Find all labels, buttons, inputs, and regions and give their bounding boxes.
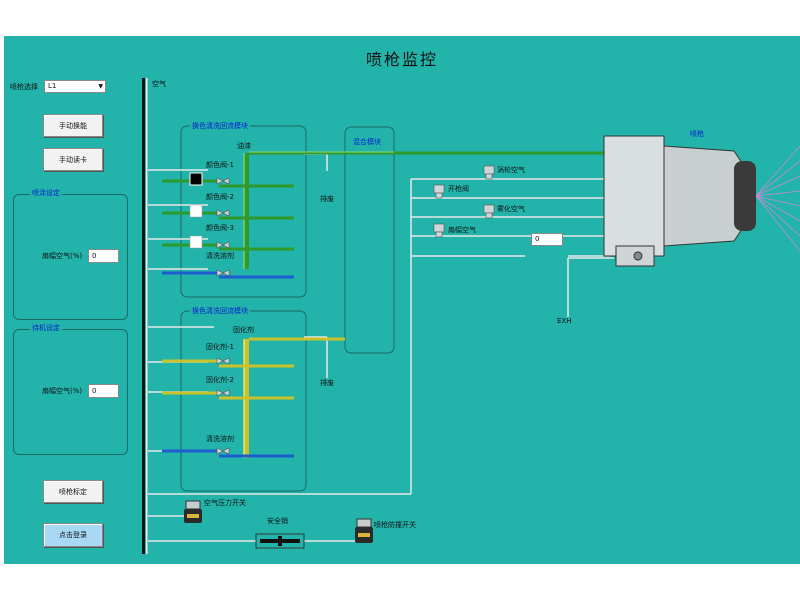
spray-settings-title: 喷涂设定 xyxy=(30,189,62,198)
mix-module-box xyxy=(344,126,395,354)
color-valve-2-label: 颜色阀-2 xyxy=(206,193,234,201)
hardener-valve-1-label: 固化剂-1 xyxy=(206,343,234,351)
exh-label: EXH xyxy=(557,317,572,325)
standby-settings-title: 待机设定 xyxy=(30,324,62,333)
gun-select-dropdown[interactable]: L1 ▼ xyxy=(44,80,106,93)
drain-1-label: 排废 xyxy=(320,195,334,203)
turbine-air-label: 涡轮空气 xyxy=(497,166,525,174)
color-swatch-3 xyxy=(189,235,203,249)
gun-label: 喷枪 xyxy=(688,130,706,139)
pressure-switch-icon xyxy=(184,500,202,523)
drain-2-label: 排废 xyxy=(320,379,334,387)
color-valve-3-label: 颜色阀-3 xyxy=(206,224,234,232)
monitor-panel: 喷枪监控 喷枪选择 L1 ▼ 手动换能 手动读卡 喷涂设定 扇幅空气(%) 0 … xyxy=(4,36,800,564)
color-swatch-1 xyxy=(189,172,203,186)
page-title: 喷枪监控 xyxy=(365,50,438,69)
atomizing-air-label: 雾化空气 xyxy=(497,205,525,213)
gun-select-label: 喷枪选择 xyxy=(10,83,38,91)
cleaner-2-label: 清洗溶剂 xyxy=(206,435,234,443)
fan-air-label: 扇幅空气 xyxy=(448,226,476,234)
standby-fan-air-input[interactable]: 0 xyxy=(88,384,119,398)
paint-label: 油漆 xyxy=(237,142,251,150)
fan-air-value-field: 0 xyxy=(531,233,563,246)
login-button[interactable]: 点击登录 xyxy=(43,523,103,547)
spray-gun-icon xyxy=(603,135,800,267)
manual-card-button[interactable]: 手动读卡 xyxy=(43,148,103,171)
mix-module-label: 混合模块 xyxy=(351,138,383,147)
gun-calibrate-button[interactable]: 喷枪标定 xyxy=(43,480,103,503)
color-valve-1-label: 颜色阀-1 xyxy=(206,161,234,169)
chevron-down-icon: ▼ xyxy=(98,83,103,90)
spray-settings-group xyxy=(13,194,128,320)
air-pressure-switch-label: 空气压力开关 xyxy=(204,499,246,507)
standby-settings-group xyxy=(13,329,128,455)
hardener-label: 固化剂 xyxy=(233,326,254,334)
color-swatch-2 xyxy=(189,204,203,218)
anti-collision-switch-label: 喷枪防撞开关 xyxy=(374,521,416,529)
air-label: 空气 xyxy=(152,80,166,88)
piping-diagram xyxy=(142,78,800,554)
gun-open-valve-label: 开枪阀 xyxy=(448,185,469,193)
standby-fan-air-label: 扇幅空气(%) xyxy=(42,387,83,395)
safety-pin-label: 安全销 xyxy=(267,517,288,525)
gun-select-value: L1 xyxy=(48,82,57,90)
module2-title: 换色清洗回流模块 xyxy=(190,307,250,316)
cleaner-label: 清洗溶剂 xyxy=(206,252,234,260)
manual-feed-button[interactable]: 手动换能 xyxy=(43,114,103,137)
safety-pin-icon xyxy=(255,533,305,549)
air-bus xyxy=(142,78,148,554)
anti-collision-switch-icon xyxy=(355,518,373,543)
hardener-valve-2-label: 固化剂-2 xyxy=(206,376,234,384)
spray-fan-air-input[interactable]: 0 xyxy=(88,249,119,263)
valve-icons xyxy=(216,165,495,455)
module1-title: 换色清洗回流模块 xyxy=(190,122,250,131)
spray-fan-air-label: 扇幅空气(%) xyxy=(42,252,83,260)
